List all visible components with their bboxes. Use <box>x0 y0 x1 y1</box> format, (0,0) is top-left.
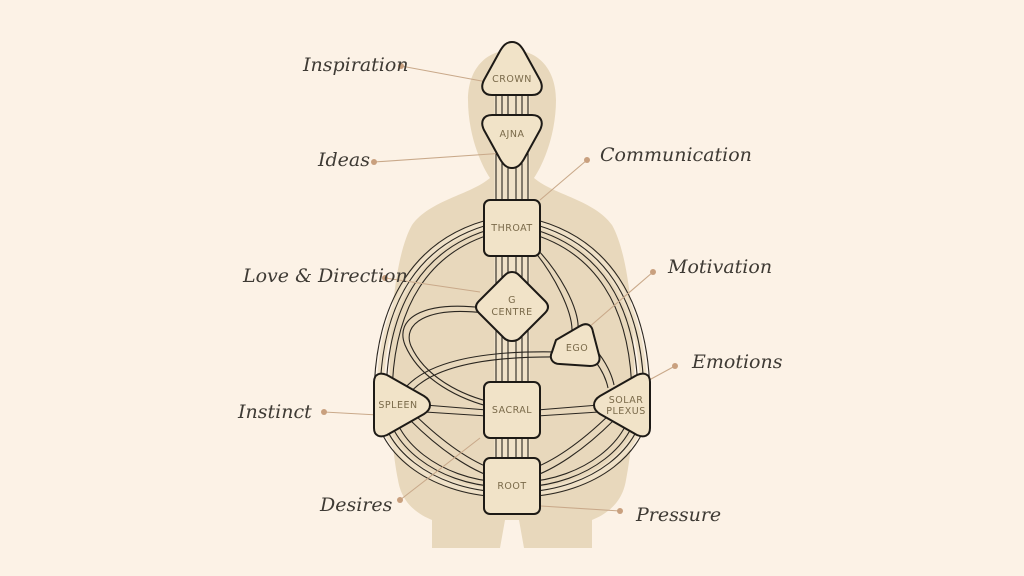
solar-plexus-center: SOLAR PLEXUS <box>593 372 651 438</box>
annotations: Inspiration Ideas Communication Love & D… <box>237 54 783 526</box>
annotation-inspiration: Inspiration <box>302 54 409 76</box>
annotation-communication: Communication <box>600 144 752 166</box>
ajna-center: AJNA <box>481 114 543 169</box>
leader-lines <box>321 63 678 514</box>
ego-center: EGO <box>549 323 601 367</box>
annotation-love-direction: Love & Direction <box>242 265 408 287</box>
sacral-label: SACRAL <box>492 405 532 416</box>
annotation-ideas: Ideas <box>317 149 370 171</box>
annotation-emotions: Emotions <box>691 351 783 373</box>
throat-label: THROAT <box>490 223 532 234</box>
g-centre-center: G CENTRE <box>475 271 549 342</box>
sacral-center: SACRAL <box>483 381 541 439</box>
annotation-motivation: Motivation <box>667 256 772 278</box>
spleen-label: SPLEEN <box>378 400 417 411</box>
annotation-desires: Desires <box>319 494 393 516</box>
solar-plexus-label-line1: SOLAR <box>609 395 644 406</box>
solar-plexus-label-line2: PLEXUS <box>606 406 646 417</box>
ego-label: EGO <box>566 343 588 354</box>
root-center: ROOT <box>483 457 541 515</box>
ajna-label: AJNA <box>500 129 525 140</box>
crown-center: CROWN <box>481 41 543 96</box>
g-centre-label-line2: CENTRE <box>491 307 532 318</box>
root-label: ROOT <box>497 481 526 492</box>
g-centre-label-line1: G <box>508 295 516 306</box>
centers: CROWN AJNA THROAT G CENTRE EGO SPLEEN <box>373 41 651 515</box>
g-loop-channels <box>402 305 496 409</box>
annotation-pressure: Pressure <box>635 504 721 526</box>
crown-label: CROWN <box>492 74 532 85</box>
ego-spleen-channels <box>399 351 561 399</box>
throat-center: THROAT <box>483 199 541 257</box>
spleen-center: SPLEEN <box>373 372 431 438</box>
annotation-instinct: Instinct <box>237 401 312 423</box>
